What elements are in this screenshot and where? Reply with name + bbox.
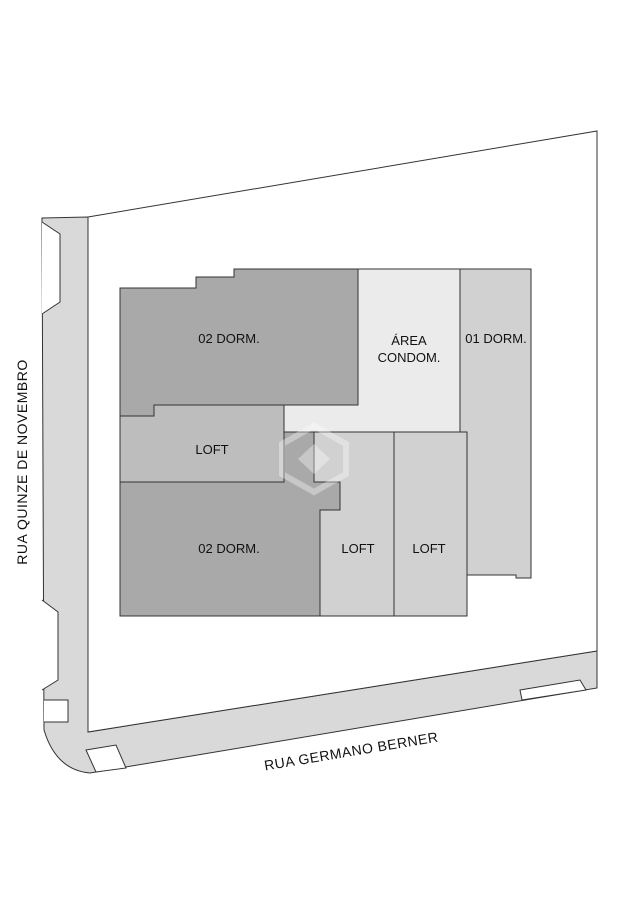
watermark-logo-icon — [279, 422, 349, 496]
label-loft-left: LOFT — [195, 442, 228, 457]
label-area-line1: ÁREA — [391, 333, 427, 348]
label-area-line2: CONDOM. — [378, 350, 441, 365]
curb-notch-left-bottom — [41, 599, 59, 691]
label-02-dorm-top: 02 DORM. — [198, 331, 259, 346]
label-02-dorm-bottom: 02 DORM. — [198, 541, 259, 556]
street-label-left: RUA QUINZE DE NOVEMBRO — [14, 359, 30, 564]
unit-loft-right — [393, 431, 468, 617]
curb-notch-bottom-right — [519, 679, 587, 701]
label-loft-middle: LOFT — [341, 541, 374, 556]
unit-01-dorm — [459, 268, 532, 579]
curb-notch-left-top — [41, 221, 61, 315]
curb-notch-bottom-left — [85, 744, 127, 773]
label-01-dorm: 01 DORM. — [465, 331, 526, 346]
curb-notch-corner — [44, 699, 69, 723]
label-loft-right: LOFT — [412, 541, 445, 556]
